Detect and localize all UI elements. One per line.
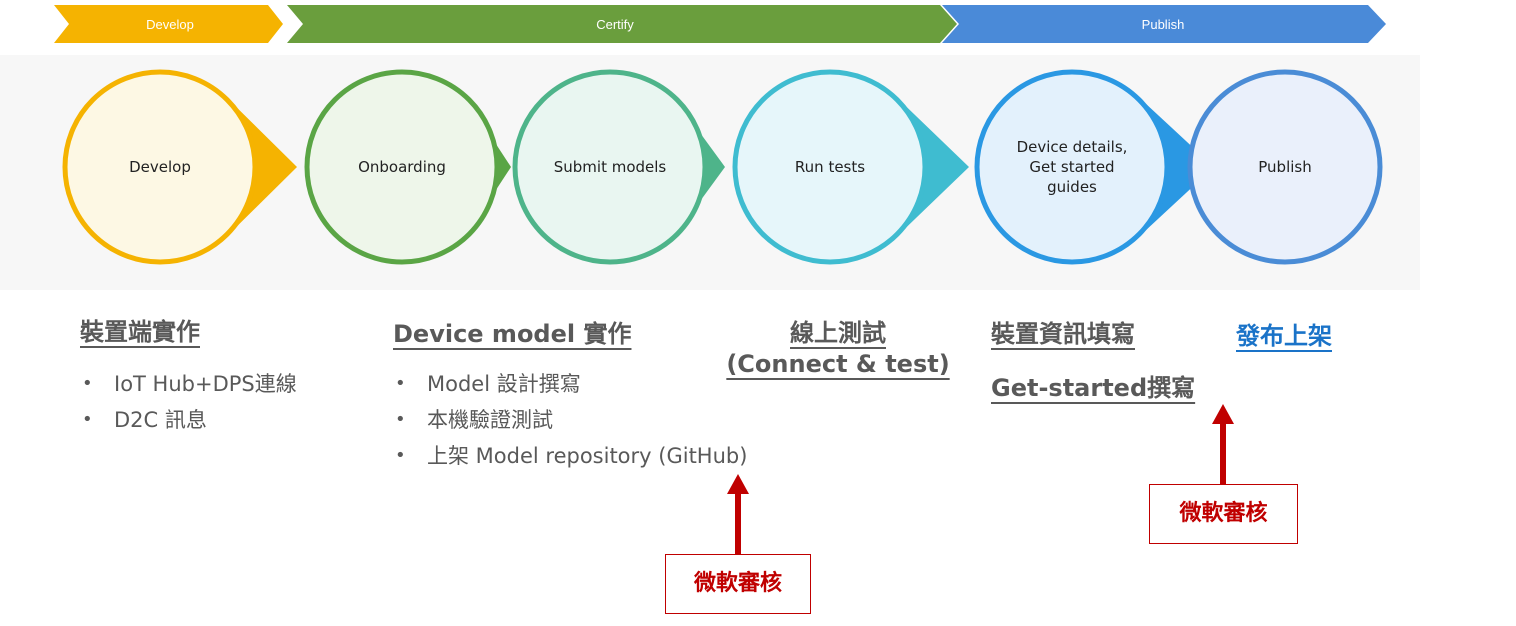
step-circle bbox=[974, 69, 1170, 265]
get-started-heading: Get-started撰寫 bbox=[991, 374, 1196, 402]
step-label: Submit models bbox=[554, 158, 667, 176]
step-6: Publish bbox=[1187, 69, 1383, 265]
step-circle bbox=[512, 69, 708, 265]
bullet-item: 上架 Model repository (GitHub) bbox=[395, 438, 747, 474]
review-box: 微軟審核 bbox=[1149, 484, 1298, 544]
develop-stage-label: Develop bbox=[146, 17, 194, 32]
step-3: Submit models bbox=[512, 69, 725, 265]
device-info-heading: 裝置資訊填寫 bbox=[991, 320, 1135, 348]
step-2: Onboarding bbox=[304, 69, 511, 265]
step-label: Onboarding bbox=[358, 158, 446, 176]
model-impl-bullets: Model 設計撰寫 本機驗證測試 上架 Model repository (G… bbox=[395, 366, 747, 474]
review-box: 微軟審核 bbox=[665, 554, 811, 614]
device-impl-heading: 裝置端實作 bbox=[80, 318, 200, 346]
develop-stage-banner bbox=[54, 5, 283, 43]
up-arrow-icon bbox=[727, 474, 749, 494]
steps-layer: Develop Onboarding Submit models Run tests D… bbox=[62, 69, 1383, 265]
step-label: Run tests bbox=[795, 158, 865, 176]
step-label: Develop bbox=[129, 158, 191, 176]
online-test-heading: 線上測試 bbox=[790, 319, 886, 347]
step-circle bbox=[1187, 69, 1383, 265]
device-impl-bullets: IoT Hub+DPS連線 D2C 訊息 bbox=[82, 366, 297, 438]
publish-stage-banner bbox=[942, 5, 1386, 43]
step-label: Device details, bbox=[1017, 138, 1128, 156]
bullet-item: 本機驗證測試 bbox=[395, 402, 747, 438]
step-circle bbox=[304, 69, 500, 265]
certify-stage-label: Certify bbox=[596, 17, 634, 32]
publish-stage-label: Publish bbox=[1142, 17, 1185, 32]
step-label: Publish bbox=[1258, 158, 1311, 176]
certify-stage-banner bbox=[287, 5, 957, 43]
up-arrow-icon bbox=[1212, 404, 1234, 424]
step-5: Device details, Get started guides bbox=[974, 69, 1214, 265]
bullet-item: Model 設計撰寫 bbox=[395, 366, 747, 402]
online-test-subheading: (Connect & test) bbox=[726, 350, 950, 378]
step-label: Get started bbox=[1029, 158, 1114, 176]
step-circle bbox=[732, 69, 928, 265]
bullet-item: IoT Hub+DPS連線 bbox=[82, 366, 297, 402]
step-1: Develop bbox=[62, 69, 297, 265]
step-circle bbox=[62, 69, 258, 265]
bullet-item: D2C 訊息 bbox=[82, 402, 297, 438]
step-label: guides bbox=[1047, 178, 1097, 196]
model-impl-heading: Device model 實作 bbox=[393, 320, 632, 348]
publish-listing-link[interactable]: 發布上架 bbox=[1236, 322, 1332, 350]
step-4: Run tests bbox=[732, 69, 969, 265]
